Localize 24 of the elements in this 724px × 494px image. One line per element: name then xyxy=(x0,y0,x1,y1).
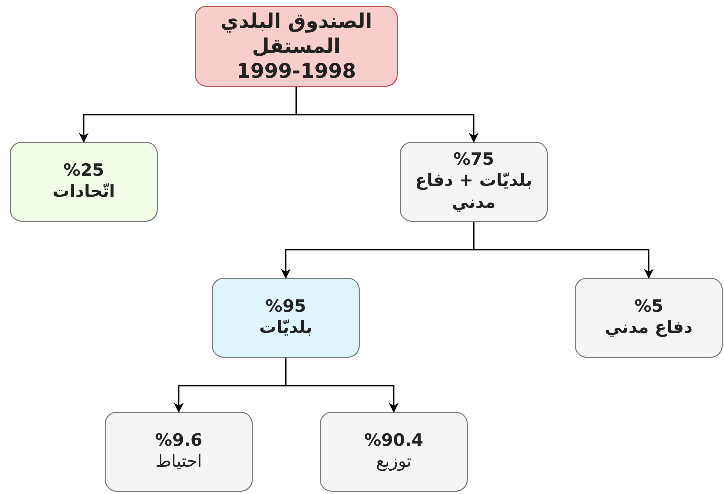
node-title: %95 xyxy=(266,296,306,318)
node-title: %75 xyxy=(454,150,494,172)
arrow xyxy=(473,222,654,279)
arrow xyxy=(296,87,479,143)
box xyxy=(105,412,253,492)
node-label: دفاع مدني xyxy=(605,318,693,340)
node-label: اتّحادات xyxy=(52,182,116,204)
box xyxy=(195,6,398,87)
node-title: %25 xyxy=(64,160,104,182)
node-label: 1999-1998 xyxy=(236,59,356,84)
node-title: %9.6 xyxy=(155,430,203,452)
node-title: %90.4 xyxy=(364,430,424,452)
node-title: الصندوق البلدي المستقل xyxy=(220,9,374,59)
box xyxy=(575,278,723,358)
node-label: بلديّات + دفاع مدني xyxy=(414,171,534,214)
box xyxy=(212,278,360,358)
node-label: احتياط xyxy=(156,452,202,474)
box xyxy=(320,412,468,492)
box xyxy=(10,142,158,222)
box xyxy=(400,142,548,222)
arrow xyxy=(285,358,399,413)
node-label: بلديّات xyxy=(260,318,312,340)
node-label: توزيع xyxy=(376,452,412,474)
node-title: %5 xyxy=(634,296,664,318)
